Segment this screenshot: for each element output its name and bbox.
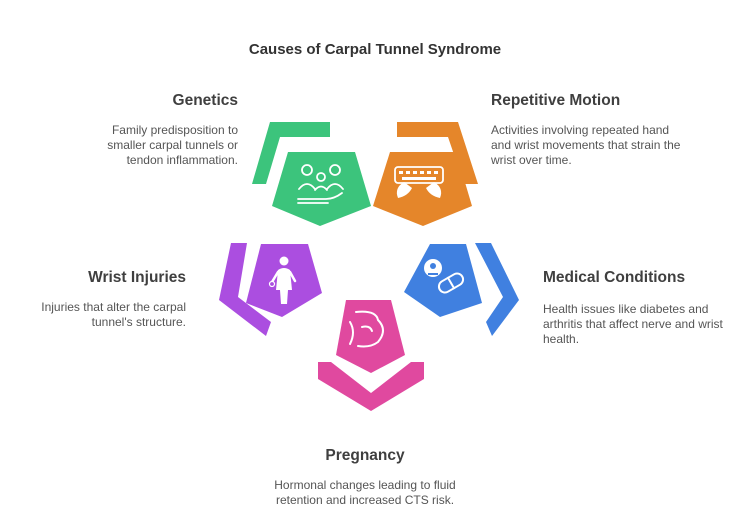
genetics-heading: Genetics xyxy=(172,92,238,109)
genetics-description: Family predisposition to smaller carpal … xyxy=(107,123,238,167)
pregnant-belly-icon xyxy=(349,310,384,348)
medical-conditions-description: Health issues like diabetes and arthriti… xyxy=(543,302,723,346)
segment-wrist-injuries xyxy=(219,243,322,336)
medical-conditions-outer-chevron xyxy=(475,243,519,336)
diagram-title: Causes of Carpal Tunnel Syndrome xyxy=(248,41,502,58)
segment-genetics xyxy=(252,122,371,226)
segment-repetitive-motion xyxy=(373,122,478,226)
pregnancy-heading: Pregnancy xyxy=(325,447,405,464)
genetics-pentagon xyxy=(272,152,371,226)
repetitive-motion-heading: Repetitive Motion xyxy=(491,92,621,109)
wrist-injuries-outer-chevron xyxy=(219,243,271,336)
pregnancy-outer-chevron xyxy=(318,362,424,411)
pregnancy-description: Hormonal changes leading to fluid retent… xyxy=(274,478,456,507)
segment-medical-conditions xyxy=(404,243,519,336)
pill-icon xyxy=(424,259,465,294)
medical-conditions-heading: Medical Conditions xyxy=(543,269,686,286)
repetitive-motion-description: Activities involving repeated hand and w… xyxy=(491,123,681,167)
pregnancy-pentagon xyxy=(336,300,405,373)
injured-person-icon xyxy=(268,256,297,304)
repetitive-motion-outer-chevron xyxy=(397,122,478,184)
wrist-injuries-heading: Wrist Injuries xyxy=(88,269,186,286)
family-hand-icon xyxy=(297,164,344,204)
segment-pregnancy xyxy=(318,300,424,411)
repetitive-motion-pentagon xyxy=(373,152,472,226)
typing-hands-icon xyxy=(394,166,444,198)
genetics-outer-chevron xyxy=(252,122,330,184)
wrist-injuries-description: Injuries that alter the carpal tunnel's … xyxy=(41,300,186,329)
